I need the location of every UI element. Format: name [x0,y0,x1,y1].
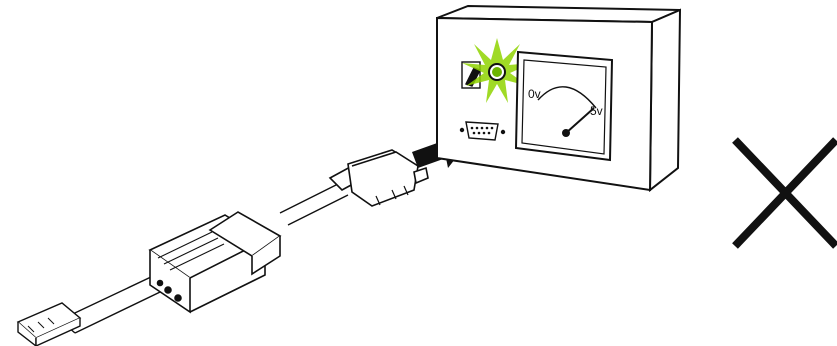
indicator-lamp [462,38,532,103]
db-connector-plug [328,149,429,207]
voltmeter: 0v 5v [514,50,614,162]
db-port [459,121,506,141]
cable-end-plug [16,302,82,346]
cross-icon [732,137,837,249]
meter-min-label: 0v [528,87,541,101]
adapter-module [148,211,282,314]
